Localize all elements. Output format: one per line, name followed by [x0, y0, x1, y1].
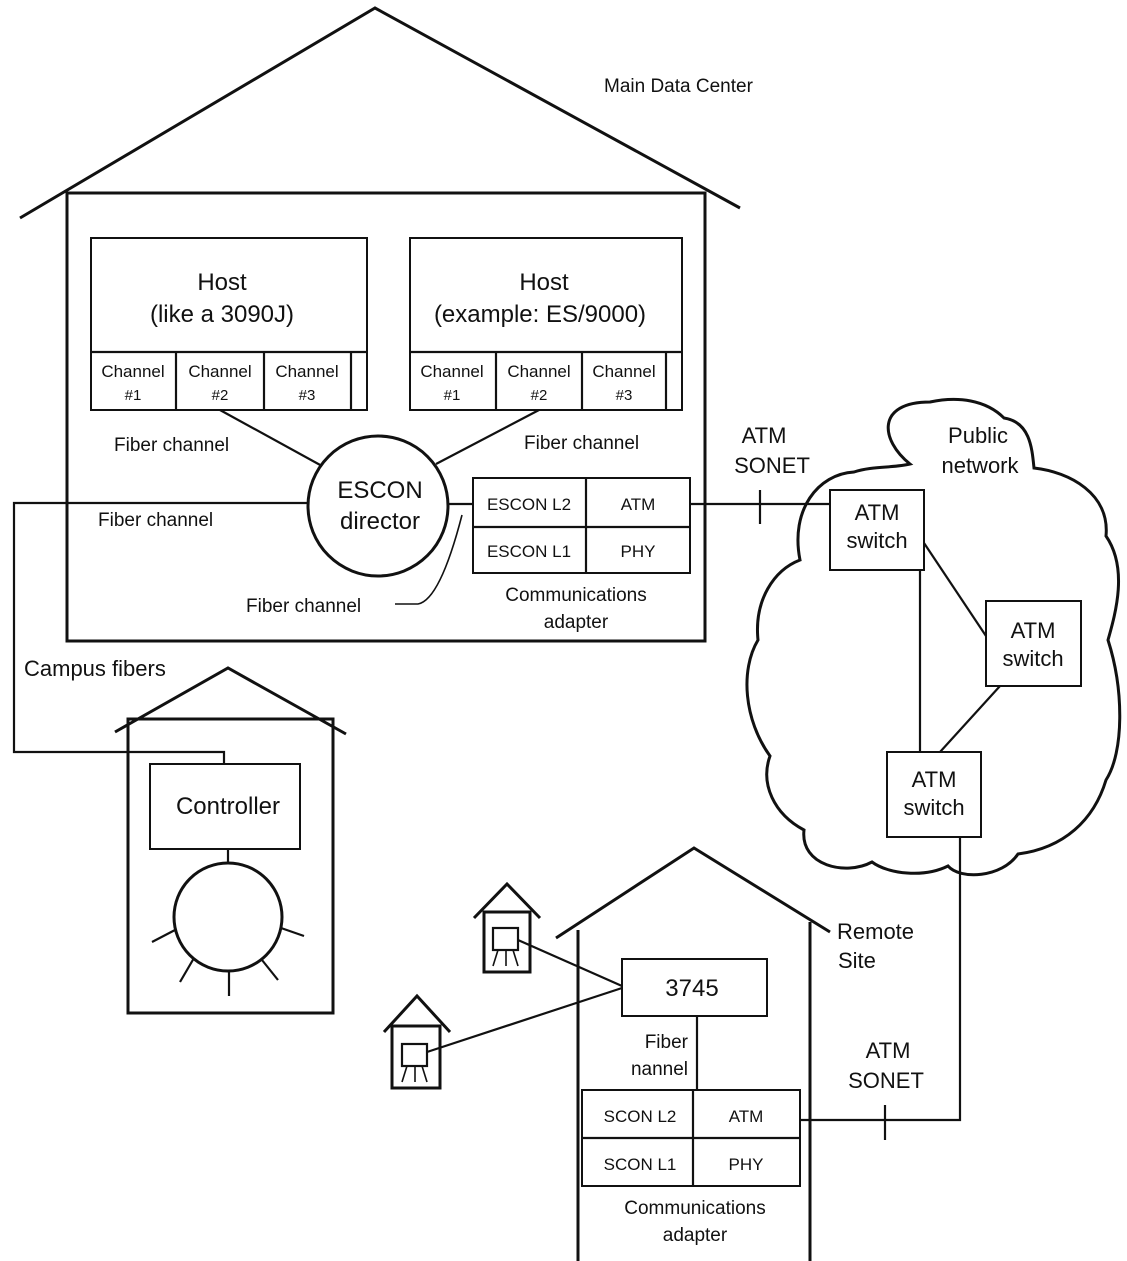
campus-fibers-label: Campus fibers — [24, 656, 166, 681]
campus-fiber-path — [12, 501, 308, 764]
wan-remote-line — [800, 837, 962, 1122]
atm-switch-3-label-2: switch — [903, 795, 964, 820]
public-network: Public network ATM switch ATM switch ATM… — [745, 397, 1122, 877]
atm-switch-3-box — [886, 751, 982, 838]
fiber-channel-label-campus: Fiber channel — [98, 510, 213, 531]
main-site-title: Main Data Center — [604, 76, 754, 97]
atm-switch-3-label-1: ATM — [912, 767, 957, 792]
main-adapter-atm: ATM — [621, 495, 656, 514]
atm-switch-2-label-1: ATM — [1011, 618, 1056, 643]
fiber-channel-label-right: Fiber channel — [524, 433, 639, 454]
remote-adapter-atm: ATM — [729, 1107, 764, 1126]
wan-link-main: ATM SONET — [690, 423, 830, 524]
atm-switch-2-label-2: switch — [1002, 646, 1063, 671]
host-2-channel-2-label: Channel — [507, 362, 570, 381]
link-terminal-1-3745 — [517, 938, 623, 988]
link-host1-director — [219, 409, 323, 467]
host-1-model: (like a 3090J) — [150, 301, 294, 328]
link-host2-director — [435, 409, 540, 465]
host-2-channel-2-num: #2 — [531, 387, 548, 404]
escon-director: ESCON director — [306, 434, 450, 578]
host-1-channel-2-label: Channel — [188, 362, 251, 381]
wan-remote-atm-label: ATM — [866, 1038, 911, 1063]
main-comm-adapter-box — [472, 477, 691, 574]
remote-fiber-label-1: Fiber — [645, 1032, 689, 1053]
host-2-title: Host — [519, 269, 569, 296]
main-comm-adapter: ESCON L2 ATM ESCON L1 PHY Communications… — [472, 477, 691, 633]
fiber-channel-label-left: Fiber channel — [114, 435, 229, 456]
main-fiber-links: Fiber channel Fiber channel Fiber channe… — [98, 409, 639, 617]
controller-box — [149, 763, 301, 850]
atm-switch-1-box — [829, 489, 925, 571]
host-1-channel-1-num: #1 — [125, 387, 142, 404]
escon-director-label-2: director — [340, 508, 420, 535]
main-adapter-label-2: adapter — [544, 612, 609, 633]
terminal-hut-1 — [472, 881, 623, 988]
public-network-label-2: network — [941, 453, 1019, 478]
host-1-box — [90, 237, 368, 411]
remote-roof — [555, 846, 831, 940]
main-adapter-label-1: Communications — [505, 585, 647, 606]
escon-director-label-1: ESCON — [337, 477, 422, 504]
remote-site-label-2: Site — [838, 948, 876, 973]
terminal-hut-2-body — [390, 1024, 442, 1090]
host-1-channel-2-num: #2 — [212, 387, 229, 404]
main-adapter-phy: PHY — [621, 542, 656, 561]
host-1-title: Host — [197, 269, 247, 296]
remote-fiber-label-2: nannel — [631, 1059, 688, 1080]
terminal-1-icon — [491, 926, 520, 952]
controller-label: Controller — [176, 793, 280, 820]
host-2-channel-3-num: #3 — [616, 387, 633, 404]
terminal-hut-1-body — [482, 910, 532, 974]
token-ring — [172, 861, 284, 973]
remote-adapter-label-2: adapter — [663, 1225, 728, 1246]
remote-adapter-phy: PHY — [729, 1155, 764, 1174]
host-1-channel-1-label: Channel — [101, 362, 164, 381]
host-2-box — [409, 237, 683, 411]
public-network-label-1: Public — [948, 423, 1008, 448]
remote-adapter-label-1: Communications — [624, 1198, 766, 1219]
main-building-body — [65, 191, 707, 643]
host-1: Host (like a 3090J) Channel #1 Channel #… — [90, 237, 368, 411]
main-roof — [19, 6, 741, 220]
link-director-adapter-leader — [395, 514, 463, 605]
link-switch-1-2 — [921, 539, 987, 637]
campus-building-body — [126, 717, 335, 1015]
host-1-channel-3-num: #3 — [299, 387, 316, 404]
terminal-2-icon — [400, 1042, 429, 1068]
atm-switch-1-label-2: switch — [846, 528, 907, 553]
remote-3745-label: 3745 — [665, 975, 718, 1002]
host-2-channel-1-label: Channel — [420, 362, 483, 381]
link-terminal-2-3745 — [426, 986, 623, 1054]
remote-site: Remote Site 3745 Fiber nannel SCON L2 AT… — [555, 846, 914, 1261]
link-switch-2-3 — [939, 685, 1001, 753]
main-adapter-escon-l2: ESCON L2 — [487, 495, 571, 514]
remote-site-label-1: Remote — [837, 919, 914, 944]
remote-adapter-escon-l2: SCON L2 — [604, 1107, 677, 1126]
atm-switch-2-box — [985, 600, 1082, 687]
escon-director-circle — [306, 434, 450, 578]
host-1-channel-3-label: Channel — [275, 362, 338, 381]
fiber-channel-label-bottom: Fiber channel — [246, 596, 361, 617]
remote-adapter-escon-l1: SCON L1 — [604, 1155, 677, 1174]
remote-3745-box — [621, 958, 768, 1017]
campus-link: Campus fibers — [12, 501, 308, 764]
host-2: Host (example: ES/9000) Channel #1 Chann… — [409, 237, 683, 411]
wan-link-remote: ATM SONET — [800, 837, 962, 1140]
terminal-hut-2 — [382, 986, 623, 1090]
cloud-outline — [745, 397, 1122, 877]
wan-main-atm-label: ATM — [742, 423, 787, 448]
host-2-channel-3-label: Channel — [592, 362, 655, 381]
host-2-channel-1-num: #1 — [444, 387, 461, 404]
host-2-model: (example: ES/9000) — [434, 301, 646, 328]
campus-roof — [114, 666, 347, 736]
campus-building: Controller — [114, 666, 347, 1015]
wan-main-sonet-label: SONET — [734, 453, 810, 478]
atm-switch-1-label-1: ATM — [855, 500, 900, 525]
main-data-center: Main Data Center — [19, 6, 754, 643]
main-adapter-escon-l1: ESCON L1 — [487, 542, 571, 561]
wan-remote-sonet-label: SONET — [848, 1068, 924, 1093]
